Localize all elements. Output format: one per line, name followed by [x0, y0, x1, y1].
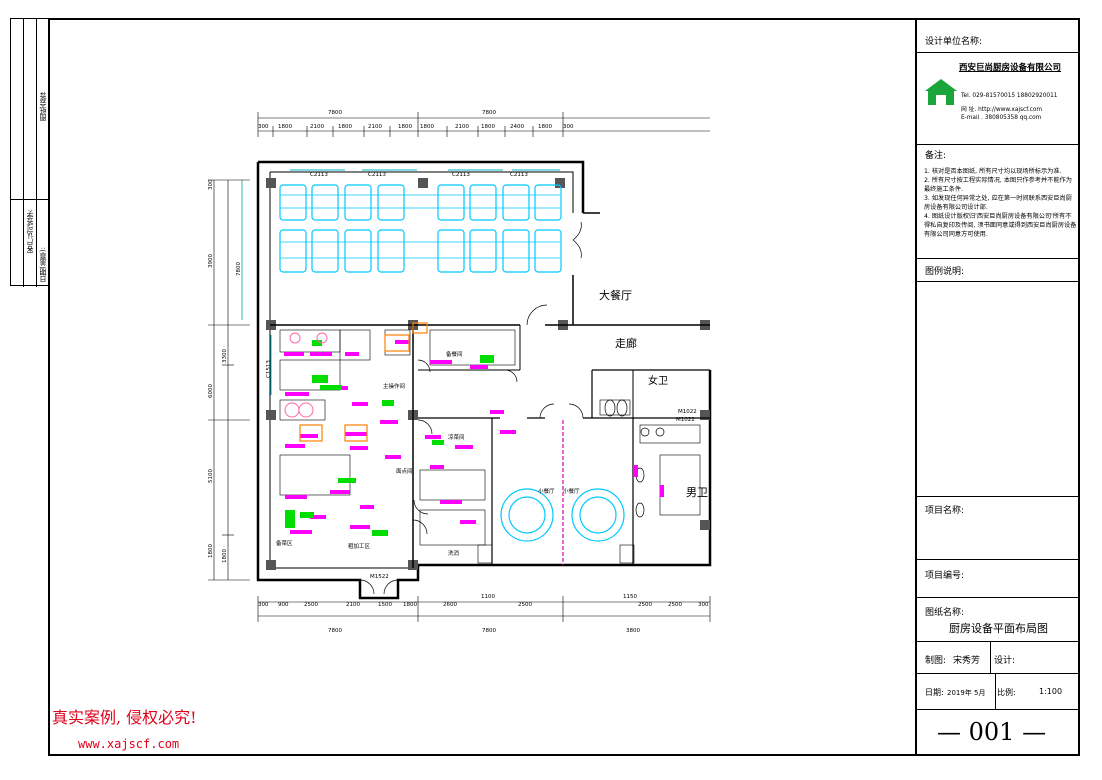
dim-left: 3900	[208, 254, 214, 268]
company-name: 西安巨尚厨房设备有限公司	[959, 63, 1062, 73]
sheet-number: — 001 —	[937, 718, 1047, 746]
label-big-hall: 大餐厅	[599, 288, 632, 302]
label-small-hall-b: 小餐厅	[563, 487, 580, 495]
label-storage: 备餐间	[446, 350, 463, 358]
note-item: 1. 核对是否本图纸, 所有尺寸均以现场所标示为准.	[924, 168, 1062, 175]
label-mens-wc: 男卫	[686, 486, 708, 499]
company-email: E-mail . 380805358 qq.com	[961, 115, 1042, 121]
design-label: 设计:	[994, 656, 1016, 666]
drawing-signoff-label: 图纸会签:	[39, 91, 47, 122]
label-staff-area: 粗加工区	[348, 542, 371, 550]
dim-bottom-part: 1150	[623, 594, 637, 600]
drawing-name: 厨房设备平面布局图	[949, 622, 1048, 635]
floor-plan: 大餐厅 走廊 男卫 女卫 小餐厅 小餐厅 主操作间 备餐间 凉菜间 面点间 洗消…	[208, 110, 712, 634]
scale-label: 比例:	[997, 688, 1016, 697]
door-tag-bottom: M1522	[370, 574, 389, 580]
drawn-by: 宋秀芳	[953, 656, 981, 666]
dim-bottom-part: 2500	[304, 602, 318, 608]
dim-top-total-1: 7800	[328, 110, 342, 116]
dim-left-total: 7800	[236, 262, 242, 276]
dim-top-total-2: 7800	[482, 110, 496, 116]
dim-left: 6000	[208, 384, 214, 398]
dim-top-part: 300	[258, 124, 269, 130]
dim-top-part: 1800	[420, 124, 434, 130]
dim-top-part: 2400	[510, 124, 524, 130]
dim-top-part: 1800	[278, 124, 292, 130]
company-logo	[923, 77, 959, 111]
drawing-name-label: 图纸名称:	[925, 608, 965, 618]
dim-bottom-part: 2600	[443, 602, 457, 608]
label-corridor: 走廊	[615, 336, 637, 350]
dim-left: 3300	[222, 349, 228, 363]
legend-label: 图例说明:	[925, 267, 965, 277]
dim-bottom-part: 1100	[481, 594, 495, 600]
company-web: 网 址. http://www.xajscf.com	[961, 107, 1043, 113]
label-small-hall-a: 小餐厅	[538, 487, 555, 495]
notes-label: 备注:	[925, 151, 947, 161]
window-tag-3: C2113	[452, 172, 470, 178]
label-washing: 洗消	[448, 549, 460, 557]
label-womens-wc: 女卫	[648, 374, 668, 387]
dim-bottom-part: 2500	[638, 602, 652, 608]
title-block: 设计单位名称: 西安巨尚厨房设备有限公司 Tel. 029-81570015 1…	[915, 18, 1080, 756]
dim-bottom-part: 300	[698, 602, 709, 608]
signature-strip: 图纸会签: 客户认可签字: 日期(盖章):	[10, 18, 49, 287]
note-item: 4. 图纸设计版权归'西安巨尚厨房设备有限公司'所有不得私自复印及传阅, 须书面…	[924, 213, 1077, 238]
label-main-kitchen: 主操作间	[383, 382, 405, 390]
note-item: 2. 所有尺寸按工程实际情况, 本图只作参考并不能作为最终施工条件.	[924, 177, 1072, 193]
dim-bottom-part: 2500	[518, 602, 532, 608]
company-tel: Tel. 029-81570015 18802920011	[961, 93, 1058, 99]
label-cold-room: 凉菜间	[448, 433, 465, 441]
dim-top-part: 2100	[368, 124, 382, 130]
watermark-warning: 真实案例, 侵权必究!	[52, 708, 197, 727]
dim-top-part: 300	[563, 124, 574, 130]
dim-left: 1800	[208, 544, 214, 558]
dim-bottom-part: 1500	[378, 602, 392, 608]
dim-left: 5100	[208, 469, 214, 483]
date-seal-label: 日期(盖章):	[39, 247, 47, 283]
window-tag-4: C2113	[510, 172, 528, 178]
dim-bottom-part: 1800	[403, 602, 417, 608]
client-approval-label: 客户认可签字:	[26, 209, 34, 254]
dim-left: 300	[208, 179, 214, 190]
dim-bottom-part: 2500	[668, 602, 682, 608]
dim-bottom-total-1: 7800	[328, 628, 342, 634]
side-tag: C1513	[266, 360, 272, 378]
dim-top-part: 1800	[398, 124, 412, 130]
dim-top-part: 1800	[481, 124, 495, 130]
date-value: 2019年 5月	[947, 689, 986, 697]
project-no-label: 项目编号:	[925, 571, 965, 581]
project-name-label: 项目名称:	[925, 506, 965, 516]
dim-left: 1800	[222, 549, 228, 563]
dim-bottom-part: 2100	[346, 602, 360, 608]
dim-top-part: 1800	[338, 124, 352, 130]
door-tag-wc-2: M1022	[676, 417, 695, 423]
scale-value: 1:100	[1039, 687, 1063, 696]
dim-top-part: 2100	[455, 124, 469, 130]
note-item: 3. 如发现任何异常之处, 应在第一时间联系西安巨尚厨房设备有限公司设计部.	[924, 195, 1072, 211]
dim-bottom-part: 900	[278, 602, 289, 608]
door-tag-wc-1: M1022	[678, 409, 697, 415]
drawing-frame	[48, 18, 1080, 756]
dim-bottom-total-3: 3800	[626, 628, 640, 634]
dim-bottom-part: 300	[258, 602, 269, 608]
dim-top-part: 2100	[310, 124, 324, 130]
dim-top-part: 1800	[538, 124, 552, 130]
design-unit-label: 设计单位名称:	[925, 37, 983, 47]
window-tag-2: C2113	[368, 172, 386, 178]
dim-bottom-total-2: 7800	[482, 628, 496, 634]
drawn-by-label: 制图:	[925, 656, 947, 666]
window-tag-1: C2113	[310, 172, 328, 178]
label-dish-room: 备菜区	[276, 539, 293, 547]
watermark-url: www.xajscf.com	[78, 737, 180, 751]
label-noodle-room: 面点间	[396, 467, 413, 475]
date-label: 日期:	[925, 688, 944, 697]
